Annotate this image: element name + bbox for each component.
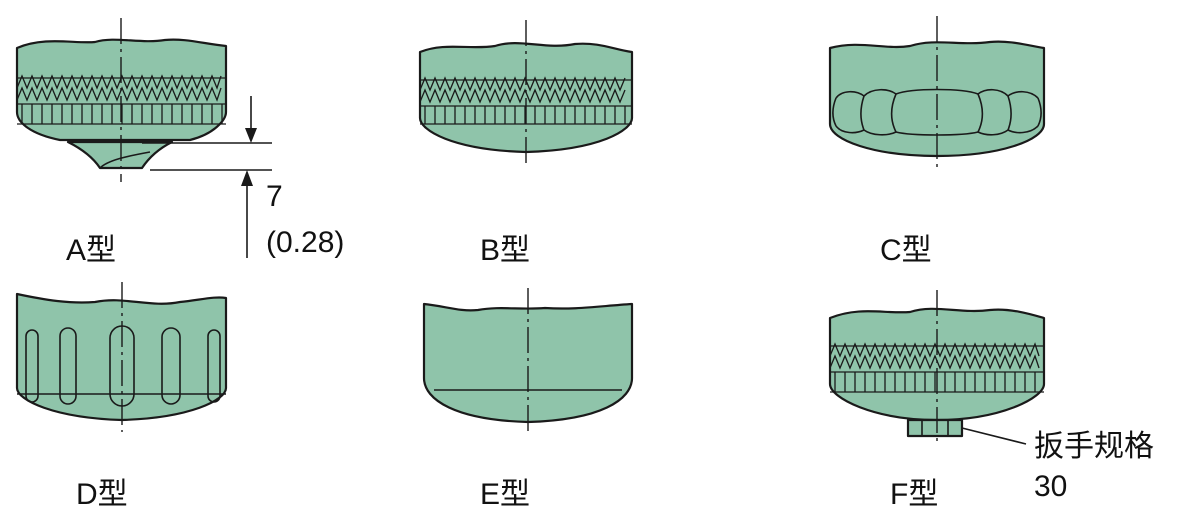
wrench-size-label: 扳手规格 (1034, 430, 1154, 463)
knob-d-body (15, 292, 228, 422)
type-label-d: D型 (76, 478, 128, 511)
type-label-c: C型 (880, 234, 932, 267)
type-label-e: E型 (480, 478, 530, 511)
knob-e-body (422, 302, 634, 424)
knob-type-f (828, 290, 1046, 446)
knob-type-a (15, 18, 228, 182)
knob-f-hex-nut (906, 418, 964, 438)
knob-type-e (422, 288, 634, 434)
knob-a-tip (66, 140, 174, 170)
dimension-value: 7 (266, 180, 283, 213)
knob-type-c (828, 16, 1046, 168)
knob-type-d (15, 282, 228, 432)
knob-type-b (418, 20, 634, 166)
type-label-f: F型 (890, 478, 938, 511)
dimension-inch-value: (0.28) (266, 226, 344, 259)
type-label-b: B型 (480, 234, 530, 267)
knob-c-hex-flats (832, 88, 1042, 136)
wrench-size-value: 30 (1034, 470, 1067, 503)
type-label-a: A型 (66, 234, 116, 267)
dimension-7mm: 7 (0.28) (142, 96, 344, 259)
wrench-leader-line (961, 427, 1027, 445)
knob-b-body (418, 42, 634, 154)
